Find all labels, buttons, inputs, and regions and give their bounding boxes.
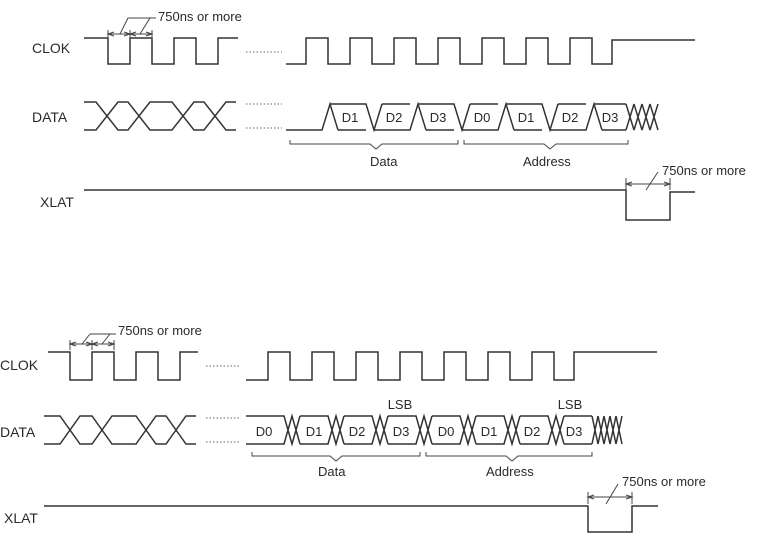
data-cell: D2 — [349, 424, 366, 439]
address-cell: D1 — [481, 424, 498, 439]
data-cell: D1 — [306, 424, 323, 439]
lsb-label: LSB — [388, 397, 413, 412]
data-group-label: Data — [370, 154, 398, 169]
address-group-label: Address — [523, 154, 571, 169]
data-label: DATA — [0, 424, 36, 440]
data-group-brace — [251, 452, 421, 462]
address-group-brace — [463, 140, 629, 150]
address-cell: D3 — [602, 110, 619, 125]
clock-waveform — [48, 351, 198, 381]
latch-waveform — [44, 505, 658, 533]
latch-timing-note: 750ns or more — [662, 163, 746, 178]
address-cell: D2 — [562, 110, 579, 125]
data-waveform-bus — [246, 413, 592, 447]
clock-waveform — [84, 37, 238, 65]
timing-diagram-bottom: CLOK DATA XLAT 750ns or more D0 D1 D2 D3… — [0, 323, 706, 533]
data-group-brace — [289, 140, 459, 150]
data-cell: D3 — [393, 424, 410, 439]
data-group-label: Data — [318, 464, 346, 479]
lsb-label: LSB — [558, 397, 583, 412]
clock-label: CLOK — [0, 357, 39, 373]
address-cell: D2 — [524, 424, 541, 439]
latch-timing-note: 750ns or more — [622, 474, 706, 489]
clock-waveform-tail — [286, 37, 695, 65]
data-label: DATA — [32, 109, 68, 125]
data-cell: D1 — [342, 110, 359, 125]
clock-timing-note: 750ns or more — [118, 323, 202, 338]
clock-timing-annotation: 750ns or more — [106, 9, 242, 40]
data-waveform-hatch — [625, 103, 659, 131]
clock-waveform-tail — [246, 351, 657, 381]
address-group-brace — [425, 452, 593, 462]
data-cell: D0 — [256, 424, 273, 439]
data-waveform-hatch — [591, 415, 623, 445]
clock-timing-note: 750ns or more — [158, 9, 242, 24]
data-waveform-lead — [84, 101, 236, 131]
data-waveform-lead — [44, 415, 196, 445]
data-waveform-bus-bottom — [338, 103, 626, 131]
clock-label: CLOK — [32, 40, 71, 56]
latch-label: XLAT — [40, 194, 74, 210]
latch-label: XLAT — [4, 510, 38, 526]
timing-diagram-top: CLOK DATA XLAT 750ns or more D1 D2 D3 D0… — [32, 9, 746, 221]
address-cell: D3 — [566, 424, 583, 439]
latch-waveform — [84, 189, 695, 221]
address-cell: D1 — [518, 110, 535, 125]
data-waveform-bus — [286, 101, 626, 133]
data-cell: D3 — [430, 110, 447, 125]
latch-timing-annotation: 750ns or more — [586, 474, 706, 505]
clock-timing-annotation: 750ns or more — [68, 323, 202, 350]
latch-timing-annotation: 750ns or more — [624, 163, 746, 191]
data-cell: D2 — [386, 110, 403, 125]
address-cell: D0 — [474, 110, 491, 125]
address-cell: D0 — [438, 424, 455, 439]
address-group-label: Address — [486, 464, 534, 479]
